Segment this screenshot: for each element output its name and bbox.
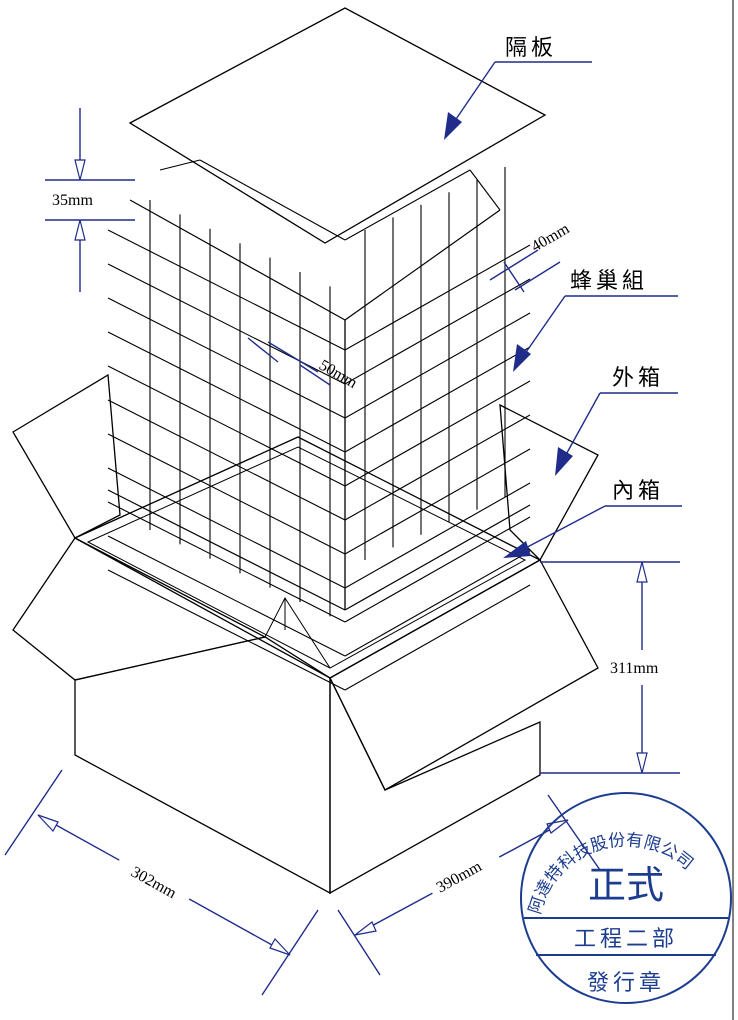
honeycomb-line — [344, 209, 501, 321]
honeycomb-line — [107, 399, 346, 521]
dim-390mm: 390mm — [337, 794, 601, 976]
honeycomb-line — [107, 365, 346, 487]
honeycomb-line — [107, 569, 346, 691]
dim-302mm: 302mm — [4, 769, 319, 996]
dim-50mm: 50mm — [247, 337, 360, 392]
dim-40mm: 40mm — [489, 220, 573, 293]
stamp-seal: 發行章 — [587, 971, 665, 996]
label-outer-box: 外箱 — [555, 366, 678, 476]
honeycomb-line — [107, 263, 346, 385]
honeycomb-line — [344, 244, 531, 351]
honeycomb-line — [344, 312, 531, 419]
label-partition: 隔板 — [444, 36, 592, 140]
honeycomb-line — [107, 467, 346, 589]
honeycomb-line — [469, 169, 501, 211]
honeycomb-line — [344, 380, 531, 487]
stamp-department: 工程二部 — [574, 927, 678, 952]
honeycomb-line — [344, 584, 531, 691]
label-inner-box: 內箱 — [503, 479, 682, 558]
back-left-flap — [12, 373, 121, 539]
outer-box — [12, 373, 599, 895]
honeycomb-line — [107, 535, 346, 657]
honeycomb-line — [344, 414, 531, 521]
box-right-wall — [329, 677, 541, 895]
honeycomb-line — [344, 550, 531, 657]
honeycomb-line — [159, 159, 201, 171]
honeycomb-line — [129, 199, 346, 321]
inner-box-label: 內箱 — [612, 479, 664, 504]
dim-35mm: 35mm — [45, 108, 135, 292]
honeycomb-line — [344, 504, 531, 611]
honeycomb-line — [344, 169, 471, 241]
front-left-flap — [12, 537, 267, 681]
honeycomb-line — [344, 346, 531, 453]
partition-label: 隔板 — [505, 36, 557, 61]
dim-50-text: 50mm — [316, 357, 360, 392]
honeycomb-line — [199, 159, 346, 241]
dim-40-text: 40mm — [529, 220, 573, 255]
label-honeycomb: 蜂巢組 — [513, 269, 678, 372]
dim-311-text: 311mm — [610, 660, 659, 677]
partition-sheet — [128, 7, 547, 244]
inner-box-rim — [86, 446, 527, 669]
honeycomb-label: 蜂巢組 — [570, 269, 648, 294]
honeycomb-line — [107, 501, 346, 623]
honeycomb-line — [107, 297, 346, 419]
honeycomb-line — [107, 229, 346, 351]
box-rim — [73, 436, 542, 679]
back-right-flap — [499, 403, 599, 562]
honeycomb-line — [107, 489, 346, 611]
dim-311mm: 311mm — [540, 561, 680, 774]
honeycomb-line — [107, 433, 346, 555]
honeycomb-grid — [107, 159, 531, 691]
box-left-wall — [74, 636, 331, 895]
stamp-status: 正式 — [588, 863, 664, 907]
honeycomb-line — [344, 448, 531, 555]
honeycomb-line — [344, 278, 531, 385]
honeycomb-line — [344, 516, 531, 623]
honeycomb-line — [344, 482, 531, 589]
outer-box-label: 外箱 — [612, 366, 664, 391]
dim-35-text: 35mm — [52, 192, 93, 209]
honeycomb-line — [107, 331, 346, 453]
